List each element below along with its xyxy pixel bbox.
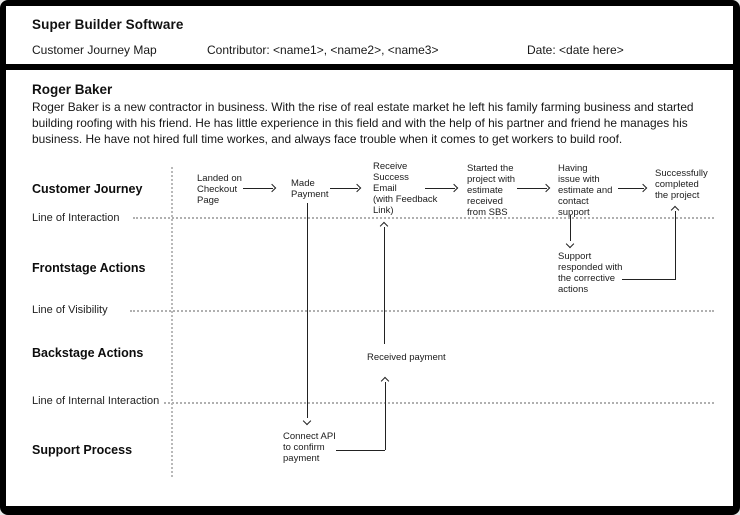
connector-api-elbow-horizontal (336, 450, 385, 451)
connector-api-elbow-vertical (385, 382, 386, 450)
arrowhead-right-icon (449, 183, 459, 193)
app-title: Super Builder Software (32, 17, 184, 32)
document-type-label: Customer Journey Map (32, 43, 157, 57)
arrowhead-up-icon (379, 221, 389, 231)
arrowhead-up-icon (670, 205, 680, 215)
journey-map-canvas: Roger Baker Roger Baker is a new contrac… (6, 70, 733, 506)
persona-description: Roger Baker is a new contractor in busin… (32, 100, 694, 147)
lane-label-frontstage-actions: Frontstage Actions (32, 261, 146, 275)
connector-received-payment-to-email (384, 227, 385, 344)
arrowhead-right-icon (541, 183, 551, 193)
backstage-received-payment-note: Received payment (367, 352, 446, 363)
support-connect-api-note: Connect API to confirm payment (283, 431, 336, 464)
line-of-interaction-divider (133, 217, 714, 219)
lane-label-customer-journey: Customer Journey (32, 182, 143, 196)
frontstage-support-response-note: Support responded with the corrective ac… (558, 251, 623, 295)
arrow-step4-to-step5 (517, 188, 547, 189)
connector-having-issue-to-support (570, 215, 571, 241)
persona-name: Roger Baker (32, 82, 113, 97)
journey-step-started-project: Started the project with estimate receiv… (467, 163, 516, 218)
arrow-step2-to-step3 (330, 188, 358, 189)
contributor-field: Contributor: <name1>, <name2>, <name3> (207, 43, 439, 57)
connector-support-elbow-vertical (675, 211, 676, 280)
arrow-step3-to-step4 (425, 188, 455, 189)
header-divider (0, 64, 740, 70)
line-of-internal-interaction-divider (164, 402, 714, 404)
header-panel: Super Builder Software Customer Journey … (6, 6, 733, 64)
lane-label-line-of-visibility: Line of Visibility (32, 304, 108, 316)
lane-label-line-of-internal-interaction: Line of Internal Interaction (32, 395, 160, 407)
arrowhead-down-icon (302, 416, 312, 426)
arrow-step1-to-step2 (243, 188, 273, 189)
journey-step-receive-success-email: Receive Success Email (with Feedback Lin… (373, 161, 438, 216)
lane-label-line-of-interaction: Line of Interaction (32, 212, 120, 224)
arrowhead-right-icon (638, 183, 648, 193)
lane-label-backstage-actions: Backstage Actions (32, 346, 144, 360)
journey-step-having-issue: Having issue with estimate and contact s… (558, 163, 613, 218)
arrow-step5-to-step6 (618, 188, 644, 189)
line-of-visibility-divider (130, 310, 714, 312)
journey-step-landed-on-checkout: Landed on Checkout Page (197, 173, 242, 206)
arrowhead-right-icon (352, 183, 362, 193)
arrowhead-down-icon (565, 239, 575, 249)
connector-made-payment-to-connect-api (307, 203, 308, 418)
journey-step-successfully-completed: Successfully completed the project (655, 168, 708, 201)
journey-step-made-payment: Made Payment (291, 178, 329, 200)
arrowhead-up-icon (380, 376, 390, 386)
date-field: Date: <date here> (527, 43, 624, 57)
lane-label-support-process: Support Process (32, 443, 133, 457)
arrowhead-right-icon (267, 183, 277, 193)
label-column-divider (171, 167, 173, 477)
connector-support-elbow-horizontal (622, 279, 675, 280)
